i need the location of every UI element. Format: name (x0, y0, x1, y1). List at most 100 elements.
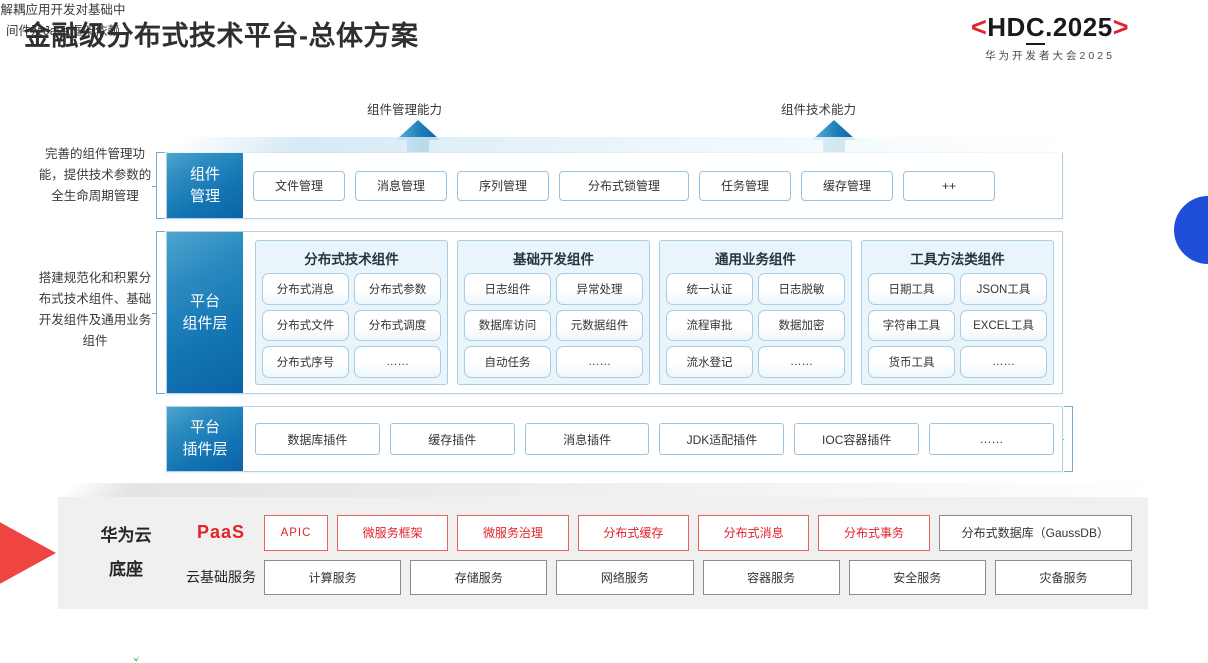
hdc-logo: <HDC.2025> 华为开发者大会2025 (900, 12, 1200, 63)
hdc-logo-subtitle: 华为开发者大会2025 (985, 50, 1115, 62)
hdc-logo-text-b: C (1025, 12, 1046, 45)
chip-exception-handling[interactable]: 异常处理 (556, 273, 643, 305)
cloud-base-title: 华为云 底座 (80, 519, 172, 587)
chip-database-plugin[interactable]: 数据库插件 (255, 423, 380, 455)
chip-string-tool[interactable]: 字符串工具 (868, 309, 955, 342)
group-distributed-tech: 分布式技术组件 分布式消息 分布式参数 分布式文件 分布式调度 分布式序号 …… (255, 240, 448, 385)
chip-excel-tool[interactable]: EXCEL工具 (960, 309, 1047, 342)
component-management-chip-list: 文件管理 消息管理 序列管理 分布式锁管理 任务管理 缓存管理 ++ (253, 153, 995, 218)
panel-label-line1: 组件 (189, 165, 220, 183)
bracket-component-management (152, 152, 165, 219)
chip-date-tool[interactable]: 日期工具 (868, 273, 955, 305)
side-note-platform-components: 搭建规范化和积累分布式技术组件、基础开发组件及通用业务组件 (38, 271, 152, 348)
chip-distributed-config[interactable]: 分布式参数 (354, 273, 441, 305)
cell-container-service[interactable]: 容器服务 (702, 559, 840, 595)
cell-apic[interactable]: APIC (264, 515, 328, 551)
cell-storage-service[interactable]: 存储服务 (410, 559, 548, 595)
panel-label-platform-component-layer: 平台 组件层 (167, 232, 243, 393)
cell-security-service[interactable]: 安全服务 (848, 559, 986, 595)
chip-more[interactable]: …… (354, 346, 441, 378)
group-title: 分布式技术组件 (304, 252, 399, 267)
panel-bevel-decoration (167, 137, 1077, 153)
row-label-cloud-infrastructure: 云基础服务 (186, 569, 256, 586)
chip-task-management[interactable]: 任务管理 (699, 170, 791, 201)
cloud-base-title-line2: 底座 (109, 560, 143, 579)
arrow-caption-component-technology: 组件技术能力 (781, 103, 857, 117)
bracket-left-icon: < (971, 12, 988, 42)
chip-distributed-sequence[interactable]: 分布式序号 (262, 346, 349, 378)
chip-distributed-file[interactable]: 分布式文件 (262, 309, 349, 342)
bracket-plugin-layer (1059, 406, 1073, 472)
chip-json-tool[interactable]: JSON工具 (960, 273, 1047, 305)
page-title: 金融级分布式技术平台-总体方案 (24, 21, 419, 51)
group-basic-development: 基础开发组件 日志组件 异常处理 数据库访问 元数据组件 自动任务 …… (457, 240, 650, 385)
chip-database-access[interactable]: 数据库访问 (464, 309, 551, 342)
row-label-paas: PaaS (196, 522, 246, 543)
infrastructure-cell-list: 计算服务 存储服务 网络服务 容器服务 安全服务 灾备服务 (264, 559, 1133, 595)
component-group-list: 分布式技术组件 分布式消息 分布式参数 分布式文件 分布式调度 分布式序号 ……… (255, 240, 1054, 385)
bracket-right-icon: > (1112, 12, 1129, 42)
group-chip-grid: 日期工具 JSON工具 字符串工具 EXCEL工具 货币工具 …… (868, 273, 1047, 378)
chip-transaction-register[interactable]: 流水登记 (666, 346, 753, 378)
paas-cell-list: APIC 微服务框架 微服务治理 分布式缓存 分布式消息 分布式事务 分布式数据… (264, 515, 1132, 551)
chip-more[interactable]: …… (758, 346, 845, 378)
chip-message-management[interactable]: 消息管理 (355, 170, 447, 201)
group-tool-methods: 工具方法类组件 日期工具 JSON工具 字符串工具 EXCEL工具 货币工具 …… (861, 240, 1054, 385)
chip-unified-auth[interactable]: 统一认证 (666, 273, 753, 305)
side-note-component-management: 完善的组件管理功能，提供技术参数的全生命周期管理 (38, 147, 152, 203)
chip-cache-plugin[interactable]: 缓存插件 (389, 423, 515, 455)
chip-file-management[interactable]: 文件管理 (253, 170, 345, 201)
chip-process-approval[interactable]: 流程审批 (666, 309, 753, 342)
panel-platform-plugin-layer: 平台 插件层 数据库插件 缓存插件 消息插件 JDK适配插件 IOC容器插件 …… (166, 406, 1063, 472)
side-note-decoupling: 解耦应用开发对基础中间件及Java框架依赖 (0, 3, 126, 38)
chip-sequence-management[interactable]: 序列管理 (457, 170, 549, 201)
chip-distributed-message[interactable]: 分布式消息 (262, 273, 349, 305)
cell-distributed-message[interactable]: 分布式消息 (697, 515, 810, 551)
chip-log-component[interactable]: 日志组件 (464, 273, 551, 305)
chip-more[interactable]: ++ (903, 170, 995, 201)
cell-distributed-transaction[interactable]: 分布式事务 (818, 515, 930, 551)
group-title: 通用业务组件 (715, 252, 796, 267)
chip-currency-tool[interactable]: 货币工具 (868, 346, 955, 378)
cell-distributed-cache[interactable]: 分布式缓存 (577, 515, 689, 551)
panel-label-line1: 平台 (189, 419, 220, 436)
cloud-base-title-line1: 华为云 (100, 526, 152, 545)
panel-cloud-base: 华为云 底座 PaaS APIC 微服务框架 微服务治理 分布式缓存 分布式消息… (58, 483, 1160, 609)
red-wedge-decoration (0, 498, 56, 608)
chip-more[interactable]: …… (929, 423, 1054, 455)
panel-bevel-decoration (58, 483, 1160, 497)
panel-label-line2: 组件层 (182, 314, 228, 332)
chip-more[interactable]: …… (556, 346, 643, 378)
cell-microservice-governance[interactable]: 微服务治理 (457, 515, 569, 551)
chip-jdk-adapter-plugin[interactable]: JDK适配插件 (659, 423, 785, 455)
group-title: 基础开发组件 (513, 252, 594, 267)
chip-distributed-schedule[interactable]: 分布式调度 (354, 309, 441, 342)
chip-message-plugin[interactable]: 消息插件 (524, 423, 650, 455)
cell-network-service[interactable]: 网络服务 (556, 559, 694, 595)
plugin-chip-list: 数据库插件 缓存插件 消息插件 JDK适配插件 IOC容器插件 …… (255, 407, 1054, 471)
panel-label-line1: 平台 (189, 292, 220, 310)
chip-metadata-component[interactable]: 元数据组件 (556, 309, 643, 342)
cloud-base-row-infrastructure: 云基础服务 计算服务 存储服务 网络服务 容器服务 安全服务 灾备服务 (178, 559, 1133, 595)
chip-more[interactable]: …… (960, 346, 1047, 378)
cell-compute-service[interactable]: 计算服务 (264, 559, 402, 595)
cell-disaster-recovery-service[interactable]: 灾备服务 (994, 559, 1133, 595)
chip-distributed-lock-management[interactable]: 分布式锁管理 (559, 170, 689, 201)
panel-label-component-management: 组件 管理 (167, 153, 243, 218)
panel-platform-component-layer: 平台 组件层 分布式技术组件 分布式消息 分布式参数 分布式文件 分布式调度 分… (166, 231, 1063, 394)
chip-cache-management[interactable]: 缓存管理 (801, 170, 893, 201)
panel-label-line2: 管理 (189, 187, 220, 205)
cloud-base-row-paas: PaaS APIC 微服务框架 微服务治理 分布式缓存 分布式消息 分布式事务 … (178, 515, 1132, 551)
chip-auto-task[interactable]: 自动任务 (464, 346, 551, 378)
chip-log-masking[interactable]: 日志脱敏 (758, 273, 845, 305)
chip-data-encryption[interactable]: 数据加密 (758, 309, 845, 342)
group-title: 工具方法类组件 (910, 252, 1005, 267)
chip-ioc-container-plugin[interactable]: IOC容器插件 (794, 423, 920, 455)
cell-microservice-framework[interactable]: 微服务框架 (337, 515, 449, 551)
group-chip-grid: 统一认证 日志脱敏 流程审批 数据加密 流水登记 …… (666, 273, 845, 378)
panel-label-line2: 插件层 (182, 441, 228, 458)
panel-label-platform-plugin-layer: 平台 插件层 (167, 407, 243, 471)
hdc-logo-text-c: .2025 (1045, 12, 1113, 42)
hdc-logo-text-a: HD (987, 12, 1026, 42)
cell-distributed-database-gaussdb[interactable]: 分布式数据库（GaussDB） (938, 515, 1132, 551)
